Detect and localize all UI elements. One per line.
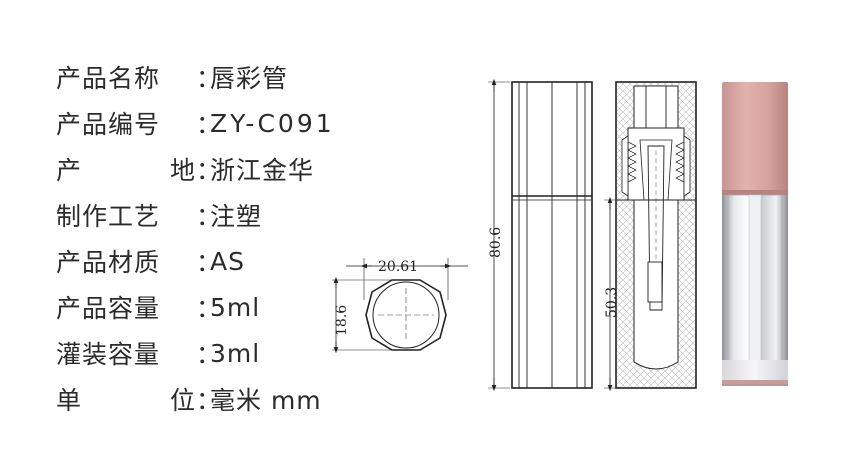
spec-row-fill: 灌装容量：3ml	[56, 330, 335, 376]
dim-top-width: 20.61	[378, 259, 418, 275]
spec-value: 毫米 mm	[210, 386, 322, 415]
spec-label-char: 单	[56, 386, 83, 415]
dim-total-height: 80.6	[488, 227, 504, 258]
front-view: 80.6	[488, 78, 593, 392]
section-view: 50.3	[604, 81, 697, 392]
spec-value: 浙江金华	[210, 156, 315, 185]
spec-row-origin: 产地：浙江金华	[56, 146, 335, 192]
spec-label-char: 产	[56, 156, 83, 185]
spec-label-char: 位	[169, 386, 196, 415]
spec-value: 注塑	[210, 202, 263, 231]
spec-row-name: 产品名称：唇彩管	[56, 54, 335, 100]
spec-value: 唇彩管	[210, 64, 289, 93]
spec-list: 产品名称：唇彩管 产品编号：ZY-C091 产地：浙江金华 制作工艺：注塑 产品…	[56, 54, 335, 422]
spec-label: 单位	[56, 381, 196, 417]
top-view: 20.61 18.6	[332, 258, 468, 354]
dim-top-depth: 18.6	[334, 305, 350, 336]
spec-label: 灌装容量	[56, 340, 161, 369]
spec-label: 产品容量	[56, 294, 161, 323]
spec-row-material: 产品材质：AS	[56, 238, 335, 284]
spec-label: 产地	[56, 151, 196, 187]
spec-label: 产品材质	[56, 248, 161, 277]
product-render	[722, 82, 788, 386]
spec-label: 产品名称	[56, 64, 161, 93]
spec-row-process: 制作工艺：注塑	[56, 192, 335, 238]
spec-value: 5ml	[210, 292, 261, 322]
spec-value: AS	[210, 246, 245, 276]
spec-label: 制作工艺	[56, 202, 161, 231]
spec-row-unit: 单位：毫米 mm	[56, 376, 335, 422]
spec-label-char: 地	[169, 156, 196, 185]
spec-row-code: 产品编号：ZY-C091	[56, 100, 335, 146]
spec-value: 3ml	[210, 338, 261, 368]
spec-value: ZY-C091	[210, 108, 335, 138]
spec-row-capacity: 产品容量：5ml	[56, 284, 335, 330]
cap	[722, 82, 788, 194]
spec-label: 产品编号	[56, 110, 161, 139]
